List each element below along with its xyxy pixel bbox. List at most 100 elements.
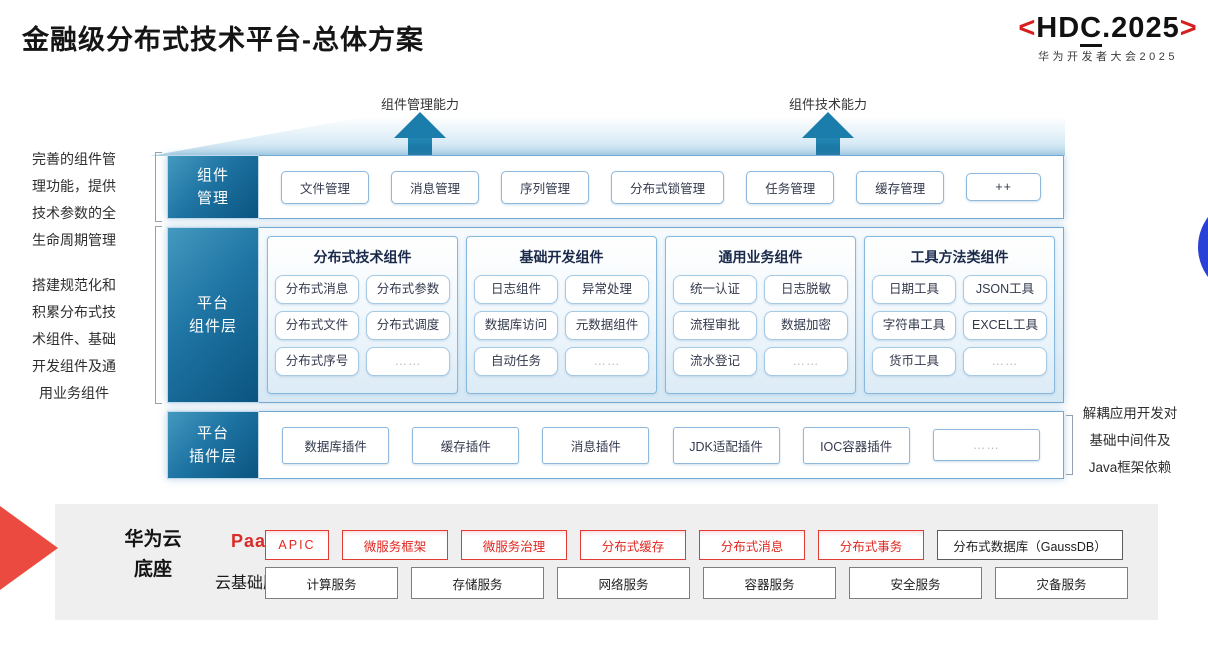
paas-service: 微服务框架	[342, 530, 448, 560]
layer-body-plugins: 数据库插件 缓存插件 消息插件 JDK适配插件 IOC容器插件 ……	[259, 411, 1064, 479]
note-platform-components: 搭建规范化和积累分布式技术组件、基础开发组件及通用业务组件	[32, 277, 116, 401]
component-chip: 数据加密	[764, 311, 848, 340]
component-chip: 数据库访问	[474, 311, 558, 340]
layer-label-management: 组件 管理	[167, 155, 259, 219]
paas-services-row: APIC 微服务框架 微服务治理 分布式缓存 分布式消息 分布式事务 分布式数据…	[265, 530, 1123, 560]
arrow-label-management: 组件管理能力	[380, 97, 459, 112]
plugin-item: 消息插件	[542, 426, 650, 464]
hdc-main-c: C	[1080, 12, 1103, 47]
paas-service: 分布式缓存	[580, 530, 686, 560]
blue-circle-decoration	[1198, 197, 1208, 297]
layer-label-components: 平台 组件层	[167, 227, 259, 403]
column-grid: 日志组件 异常处理 数据库访问 元数据组件 自动任务 ……	[474, 275, 649, 376]
management-item: 任务管理	[746, 170, 835, 204]
layer-label-plugins: 平台 插件层	[167, 411, 259, 479]
component-chip: 字符串工具	[872, 311, 956, 340]
hdc-logo: <HDC.2025> 华为开发者大会2025	[1008, 12, 1208, 64]
paas-service: 微服务治理	[461, 530, 567, 560]
component-chip: 统一认证	[673, 275, 757, 304]
column-grid: 分布式消息 分布式参数 分布式文件 分布式调度 分布式序号 ……	[275, 275, 450, 376]
red-arrow-icon	[0, 506, 58, 590]
arrow-head	[394, 112, 446, 138]
column-header: 工具方法类组件	[910, 249, 1009, 265]
iaas-service: 灾备服务	[995, 567, 1128, 599]
hdc-main-post: .2025	[1102, 12, 1180, 44]
plugin-item: 缓存插件	[412, 426, 520, 464]
layer-body-components: 分布式技术组件 分布式消息 分布式参数 分布式文件 分布式调度 分布式序号 ………	[259, 227, 1064, 403]
iaas-service: 计算服务	[265, 567, 398, 599]
arrow-stem	[816, 138, 840, 156]
hdc-logo-subtitle: 华为开发者大会2025	[1038, 51, 1178, 63]
column-common-business: 通用业务组件 统一认证 日志脱敏 流程审批 数据加密 流水登记 ……	[665, 236, 856, 394]
foundation-title-line: 华为云	[124, 529, 182, 550]
component-chip: 流水登记	[673, 347, 757, 376]
column-header: 分布式技术组件	[313, 249, 412, 265]
management-item-more: ++	[966, 173, 1041, 201]
arrow-stem	[408, 138, 432, 156]
plugin-item: JDK适配插件	[672, 426, 780, 464]
layer-label-line: 组件	[196, 167, 229, 184]
component-chip: 日志脱敏	[764, 275, 848, 304]
left-bracket-components	[155, 226, 162, 404]
arrow-head	[802, 112, 854, 138]
component-chip: 自动任务	[474, 347, 558, 376]
column-utility-tools: 工具方法类组件 日期工具 JSON工具 字符串工具 EXCEL工具 货币工具 ……	[864, 236, 1055, 394]
layer-label-line: 管理	[196, 190, 229, 207]
up-arrow-icon	[802, 112, 854, 156]
management-item: 缓存管理	[856, 170, 945, 204]
right-bracket-plugins	[1066, 415, 1073, 475]
layer-label-line: 组件层	[188, 318, 237, 335]
iaas-services-row: 计算服务 存储服务 网络服务 容器服务 安全服务 灾备服务	[265, 567, 1128, 599]
plugin-item: IOC容器插件	[802, 426, 910, 464]
component-chip: 日期工具	[872, 275, 956, 304]
foundation-panel: 华为云 底座 PaaS 云基础服务 APIC 微服务框架 微服务治理 分布式缓存…	[55, 504, 1158, 620]
plugin-item-more: ……	[932, 429, 1040, 461]
component-chip: 分布式调度	[366, 311, 450, 340]
left-bracket-management	[155, 152, 162, 222]
management-item: 分布式锁管理	[611, 170, 725, 204]
iaas-service: 网络服务	[557, 567, 690, 599]
component-chip: JSON工具	[963, 275, 1047, 304]
layer-row-plugins: 平台 插件层 数据库插件 缓存插件 消息插件 JDK适配插件 IOC容器插件 ……	[167, 411, 1064, 479]
arrow-label-technology: 组件技术能力	[788, 97, 867, 112]
component-chip: 异常处理	[565, 275, 649, 304]
component-chip: 分布式序号	[275, 347, 359, 376]
layer-row-components: 平台 组件层 分布式技术组件 分布式消息 分布式参数 分布式文件 分布式调度 分…	[167, 227, 1064, 403]
component-chip-more: ……	[764, 347, 848, 376]
hdc-right-bracket: >	[1179, 12, 1198, 44]
component-chip-more: ……	[565, 347, 649, 376]
foundation-title-line: 底座	[133, 559, 172, 580]
up-arrow-icon	[394, 112, 446, 156]
iaas-service: 容器服务	[703, 567, 836, 599]
layer-body-management: 文件管理 消息管理 序列管理 分布式锁管理 任务管理 缓存管理 ++	[259, 155, 1064, 219]
column-grid: 日期工具 JSON工具 字符串工具 EXCEL工具 货币工具 ……	[872, 275, 1047, 376]
platform-top-face	[150, 116, 1065, 156]
hdc-logo-text: <HDC.2025>	[1008, 12, 1208, 47]
component-chip: 流程审批	[673, 311, 757, 340]
page-title: 金融级分布式技术平台-总体方案	[22, 25, 424, 55]
layer-label-line: 平台	[196, 295, 229, 312]
note-component-management: 完善的组件管理功能，提供技术参数的全生命周期管理	[32, 151, 116, 248]
layer-label-line: 平台	[196, 425, 229, 442]
component-chip: EXCEL工具	[963, 311, 1047, 340]
hdc-left-bracket: <	[1018, 12, 1037, 44]
component-chip: 货币工具	[872, 347, 956, 376]
iaas-service: 存储服务	[411, 567, 544, 599]
component-chip-more: ……	[366, 347, 450, 376]
note-plugin-layer: 解耦应用开发对基础中间件及Java框架依赖	[1082, 406, 1178, 475]
foundation-title: 华为云 底座	[107, 525, 199, 585]
management-item: 文件管理	[281, 170, 370, 204]
column-header: 通用业务组件	[718, 249, 803, 265]
iaas-service: 安全服务	[849, 567, 982, 599]
management-item: 消息管理	[391, 170, 480, 204]
plugin-item: 数据库插件	[282, 426, 390, 464]
hdc-main-pre: HD	[1036, 12, 1081, 44]
paas-service: 分布式消息	[699, 530, 805, 560]
paas-service: APIC	[265, 530, 329, 560]
component-chip: 分布式文件	[275, 311, 359, 340]
layer-row-management: 组件 管理 文件管理 消息管理 序列管理 分布式锁管理 任务管理 缓存管理 ++	[167, 155, 1064, 219]
component-chip-more: ……	[963, 347, 1047, 376]
component-chip: 分布式消息	[275, 275, 359, 304]
component-chip: 分布式参数	[366, 275, 450, 304]
